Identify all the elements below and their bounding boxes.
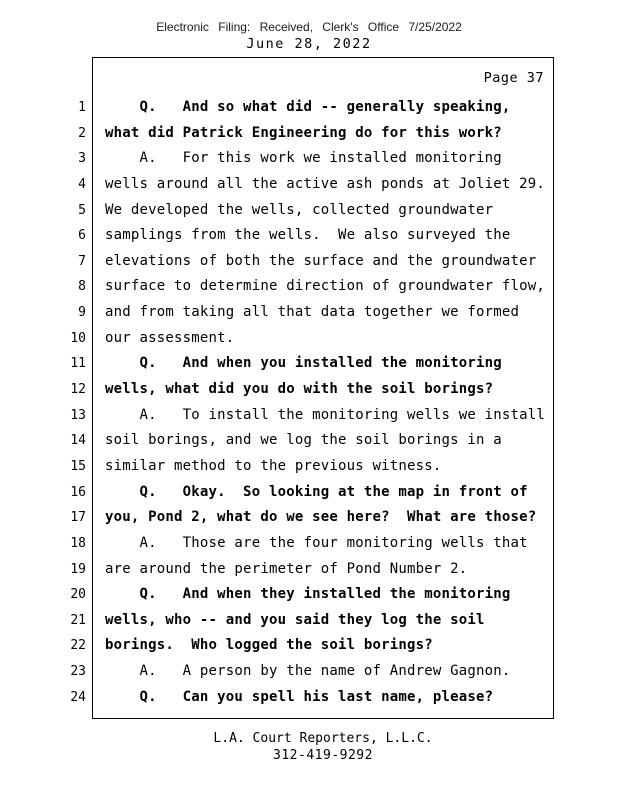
line-number: 6 [78, 228, 86, 244]
transcript-line: 22 borings. Who logged the soil borings? [59, 633, 569, 659]
line-text: elevations of both the surface and the g… [105, 252, 537, 269]
reporter-phone: 312-419-9292 [273, 748, 373, 763]
line-number: 22 [70, 638, 86, 654]
page-number: Page 37 [483, 70, 544, 86]
line-text: Q. Can you spell his last name, please? [105, 688, 494, 705]
transcript-line: 24 Q. Can you spell his last name, pleas… [59, 685, 569, 711]
transcript-line: 12 wells, what did you do with the soil b… [59, 377, 569, 403]
line-text: you, Pond 2, what do we see here? What a… [105, 509, 537, 526]
transcript-line: 6 samplings from the wells. We also surve… [59, 223, 569, 249]
transcript-line: 14 soil borings, and we log the soil bori… [59, 428, 569, 454]
line-number: 13 [70, 407, 86, 423]
efiling-stamp: Electronic Filing: Received, Clerk's Off… [156, 20, 462, 34]
line-number: 20 [70, 587, 86, 603]
line-text: our assessment. [105, 329, 235, 346]
line-text: Q. And so what did -- generally speaking… [105, 99, 511, 115]
transcript-line: 4 wells around all the active ash ponds a… [59, 172, 569, 198]
transcript-page-border: Page 37 [92, 57, 554, 719]
reporter-footer: L.A. Court Reporters, L.L.C. 312-419-929… [92, 731, 554, 763]
transcript-line: 1 Q. And so what did -- generally speaki… [59, 95, 569, 121]
transcript-line: 8 surface to determine direction of groun… [59, 274, 569, 300]
line-number: 1 [78, 100, 86, 115]
line-number: 15 [70, 458, 86, 474]
line-number: 21 [70, 612, 86, 628]
transcript-line: 16 Q. Okay. So looking at the map in fro… [59, 480, 569, 506]
line-text: are around the perimeter of Pond Number … [105, 560, 468, 577]
line-number: 24 [70, 689, 86, 705]
transcript-line: 11 Q. And when you installed the monitor… [59, 351, 569, 377]
line-text: A. To install the monitoring wells we in… [105, 406, 546, 423]
line-number: 19 [70, 561, 86, 577]
transcript-line: 13 A. To install the monitoring wells we… [59, 403, 569, 429]
line-number: 5 [78, 202, 86, 218]
line-text: borings. Who logged the soil borings? [105, 637, 433, 654]
transcript-line: 3 A. For this work we installed monitori… [59, 146, 569, 172]
transcript-line: 18 A. Those are the four monitoring well… [59, 531, 569, 557]
line-number: 10 [70, 330, 86, 346]
transcript-lines: 1 Q. And so what did -- generally speaki… [59, 95, 569, 710]
reporter-name: L.A. Court Reporters, L.L.C. [213, 731, 433, 746]
line-text: similar method to the previous witness. [105, 457, 442, 474]
line-text: wells around all the active ash ponds at… [105, 175, 546, 192]
line-text: Q. Okay. So looking at the map in front … [105, 483, 528, 500]
line-number: 7 [78, 253, 86, 269]
transcript-line: 9 and from taking all that data together … [59, 300, 569, 326]
transcript-line: 5 We developed the wells, collected groun… [59, 198, 569, 224]
line-text: surface to determine direction of ground… [105, 278, 546, 295]
hearing-date: June 28, 2022 [246, 36, 372, 52]
line-text: wells, what did you do with the soil bor… [105, 381, 494, 398]
line-text: samplings from the wells. We also survey… [105, 227, 511, 244]
line-text: what did Patrick Engineering do for this… [105, 124, 502, 141]
line-text: A. For this work we installed monitoring [105, 150, 502, 167]
line-text: We developed the wells, collected ground… [105, 201, 494, 218]
line-number: 16 [70, 484, 86, 500]
line-number: 12 [70, 382, 86, 398]
transcript-line: 21 wells, who -- and you said they log th… [59, 608, 569, 634]
transcript-line: 2 what did Patrick Engineering do for thi… [59, 121, 569, 147]
line-text: A. Those are the four monitoring wells t… [105, 534, 528, 551]
line-text: A. A person by the name of Andrew Gagnon… [105, 663, 511, 680]
line-number: 17 [70, 510, 86, 526]
line-text: and from taking all that data together w… [105, 304, 520, 321]
transcript-line: 23 A. A person by the name of Andrew Gag… [59, 659, 569, 685]
line-number: 9 [78, 305, 86, 321]
line-number: 18 [70, 535, 86, 551]
line-number: 3 [78, 151, 86, 167]
line-text: soil borings, and we log the soil boring… [105, 432, 502, 449]
transcript-line: 20 Q. And when they installed the monito… [59, 582, 569, 608]
transcript-line: 10 our assessment. [59, 326, 569, 352]
line-number: 11 [70, 356, 86, 372]
line-number: 4 [78, 176, 86, 192]
line-number: 23 [70, 664, 86, 680]
transcript-line: 19 are around the perimeter of Pond Numbe… [59, 557, 569, 583]
line-number: 2 [78, 125, 86, 141]
line-text: wells, who -- and you said they log the … [105, 611, 485, 628]
line-number: 8 [78, 279, 86, 295]
line-text: Q. And when you installed the monitoring [105, 355, 502, 372]
line-text: Q. And when they installed the monitorin… [105, 586, 511, 603]
transcript-line: 7 elevations of both the surface and the … [59, 249, 569, 275]
transcript-line: 15 similar method to the previous witness… [59, 454, 569, 480]
transcript-line: 17 you, Pond 2, what do we see here? What… [59, 505, 569, 531]
line-number: 14 [70, 433, 86, 449]
